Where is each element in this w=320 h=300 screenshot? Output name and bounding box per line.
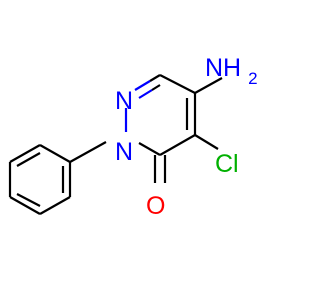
bond-c4-c3 [159, 134, 196, 156]
pyridazinone-ring [124, 74, 197, 156]
bond-ph-4 [9, 196, 41, 215]
bond-ph-2 [9, 144, 41, 163]
bond-c4-cl [194, 134, 219, 150]
atom-n2-label: N [115, 87, 133, 115]
bond-n2-c6-blue [134, 80, 151, 91]
atom-nh2-label: NH 2 [205, 54, 258, 88]
atom-o-label: O [146, 192, 165, 220]
nh2-main: NH [205, 54, 241, 82]
bond-c3-n1 [138, 142, 161, 156]
bond-n2-c6 [149, 74, 161, 82]
bond-c6-c5 [159, 74, 196, 94]
bond-n2-c6-double-blue [138, 89, 153, 99]
bond-n2-c6-double [151, 84, 161, 91]
bond-ph-double-2 [16, 193, 41, 207]
bond-ph-double-1 [16, 152, 41, 167]
molecule-structure: N N NH 2 Cl O [8, 54, 258, 220]
atom-cl-label: Cl [215, 150, 239, 178]
bond-ph-5 [39, 196, 71, 215]
bond-phenyl-n1 [69, 141, 107, 163]
phenyl-ring [8, 144, 72, 215]
bond-c5-nh2 [194, 77, 223, 94]
bond-ph-1 [39, 144, 71, 163]
nh2-subscript: 2 [248, 69, 257, 88]
atom-n1-label: N [115, 138, 133, 166]
